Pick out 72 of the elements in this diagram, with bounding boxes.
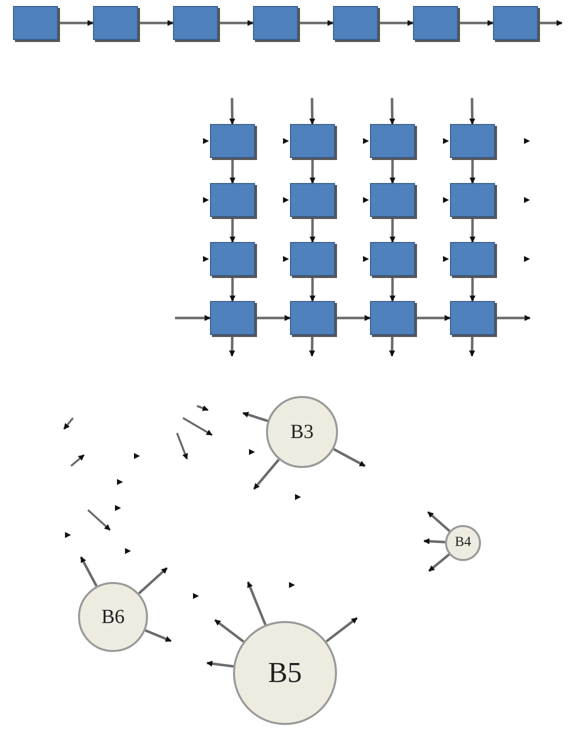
arrow — [389, 98, 396, 125]
process-box — [210, 242, 255, 276]
process-box — [370, 124, 415, 158]
node-label: B4 — [454, 536, 472, 550]
arrow — [495, 315, 531, 321]
process-box — [290, 301, 335, 335]
arrow — [310, 217, 316, 243]
arrow — [242, 412, 268, 422]
process-box — [290, 124, 335, 158]
arrow — [390, 217, 396, 243]
arrow — [255, 315, 291, 321]
arrow — [229, 98, 236, 125]
arrow — [298, 20, 334, 26]
arrow — [246, 581, 267, 626]
process-box — [13, 6, 58, 40]
arrow — [310, 276, 316, 302]
arrow — [218, 20, 254, 26]
arrow — [206, 660, 234, 668]
arrow — [309, 334, 316, 357]
node-label: B3 — [290, 422, 314, 442]
process-box — [450, 183, 495, 217]
arrow — [58, 20, 94, 26]
process-box — [450, 301, 495, 335]
arrow — [138, 20, 174, 26]
process-box — [93, 6, 138, 40]
arrow — [423, 538, 446, 544]
process-box — [290, 183, 335, 217]
process-box — [210, 124, 255, 158]
arrow — [415, 315, 451, 321]
arrow — [378, 20, 414, 26]
process-box — [173, 6, 218, 40]
arrow — [326, 617, 358, 642]
process-box — [370, 301, 415, 335]
arrow — [428, 553, 450, 572]
arrow — [538, 20, 563, 26]
arrow — [458, 20, 494, 26]
arrow — [470, 217, 476, 243]
process-box — [253, 6, 298, 40]
arrow — [230, 158, 236, 184]
process-box — [333, 6, 378, 40]
process-box — [370, 242, 415, 276]
arrow — [470, 276, 476, 302]
process-box — [370, 183, 415, 217]
arrow — [229, 334, 236, 357]
process-box — [493, 6, 538, 40]
process-box — [210, 183, 255, 217]
arrow — [390, 158, 396, 184]
process-box — [210, 301, 255, 335]
process-box — [413, 6, 458, 40]
arrow — [138, 567, 168, 594]
arrow — [335, 315, 371, 321]
node-label: B6 — [101, 607, 125, 627]
arrow — [309, 98, 316, 125]
process-box — [450, 124, 495, 158]
arrow — [80, 556, 98, 587]
arrow — [310, 158, 316, 184]
arrow — [253, 458, 280, 490]
arrow — [427, 511, 450, 532]
arrow — [469, 98, 476, 125]
arrow — [390, 276, 396, 302]
arrow — [214, 619, 244, 643]
process-box — [290, 242, 335, 276]
arrow — [175, 315, 211, 321]
arrow — [144, 629, 172, 642]
process-box — [450, 242, 495, 276]
arrow — [389, 334, 396, 357]
arrow — [469, 334, 476, 357]
arrow — [230, 217, 236, 243]
node-label: B5 — [268, 658, 302, 688]
arrow — [230, 276, 236, 302]
arrow — [333, 448, 366, 468]
arrow — [470, 158, 476, 184]
